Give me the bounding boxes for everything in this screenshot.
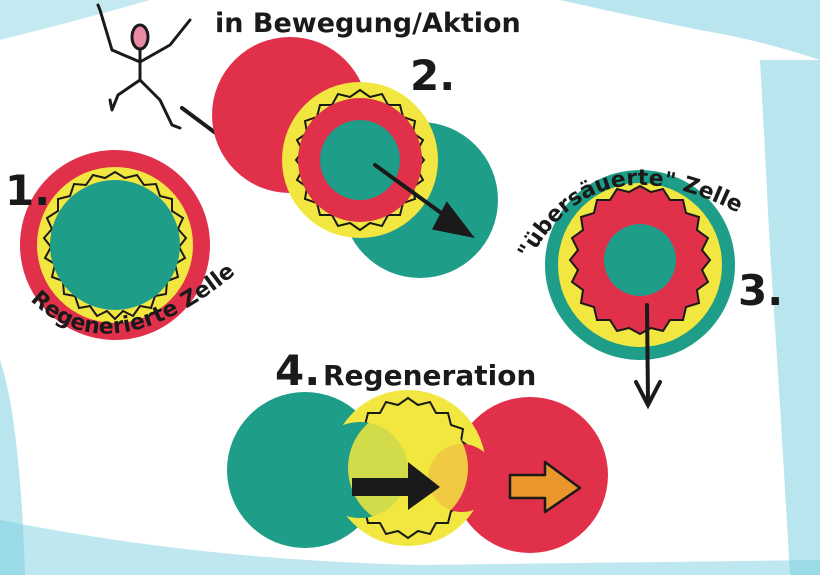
step4-caption: Regeneration — [323, 359, 536, 392]
step3-number: 3. — [738, 266, 783, 315]
cell-in-motion — [212, 37, 498, 278]
step4-number: 4. — [275, 346, 320, 395]
regeneration-arrow-icon — [352, 462, 440, 510]
orange-arrow-icon — [508, 460, 582, 514]
downward-arrow-icon — [634, 303, 662, 410]
cell-regenerated — [20, 150, 210, 340]
movement-label: in Bewegung/Aktion — [215, 8, 521, 39]
step1-number: 1. — [5, 166, 50, 215]
motion-arrow-icon — [373, 163, 475, 239]
stick-figure-icon — [96, 3, 192, 130]
step2-number: 2. — [410, 51, 455, 100]
cell-acidified — [545, 170, 735, 360]
